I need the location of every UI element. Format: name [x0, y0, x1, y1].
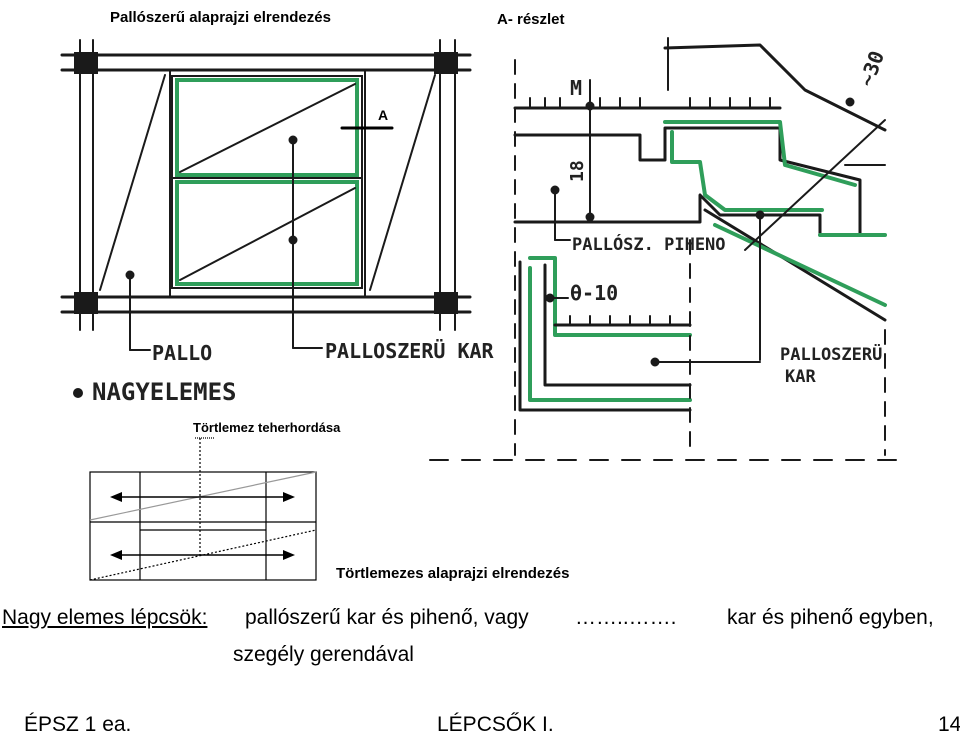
footer-center: LÉPCSŐK I.: [437, 713, 554, 736]
label-kar-line1: PALLOSZERÜ: [780, 343, 882, 365]
label-thickness: θ-10: [570, 281, 618, 305]
main-text-part1: pallószerű kar és pihenő, vagy: [245, 606, 529, 629]
label-kar-line2: KAR: [785, 367, 816, 387]
main-text-lead: Nagy elemes lépcsök:: [2, 606, 208, 629]
slab-plan: [89, 437, 317, 581]
label-slope: ~30: [854, 48, 889, 90]
label-palloszeru-kar: PALLOSZERÜ KAR: [325, 339, 495, 363]
label-m: M: [570, 76, 582, 100]
slab-caption-top: Törtlemez teherhordása: [193, 420, 341, 435]
column-top-left: [74, 52, 98, 74]
section-detail: [429, 37, 911, 461]
main-text-dots: ……..…….: [575, 606, 677, 629]
label-pihenő: PALLÓSZ. PIHENO: [572, 233, 726, 255]
footer-left: ÉPSZ 1 ea.: [24, 713, 132, 736]
page-number: 14: [938, 713, 960, 736]
column-top-right: [434, 52, 458, 74]
bullet-dot: [73, 388, 83, 398]
section-title: A- részlet: [497, 11, 565, 28]
column-bottom-right: [434, 292, 458, 314]
main-text-line2: szegély gerendával: [233, 643, 414, 666]
slab-caption-bottom: Törtlemezes alaprajzi elrendezés: [336, 565, 570, 582]
floor-plan: [60, 39, 472, 351]
plan-title: Pallószerű alaprajzi elrendezés: [110, 9, 331, 26]
label-nagyelemes: NAGYELEMES: [92, 378, 237, 406]
main-text-part2: kar és pihenő egyben,: [727, 606, 934, 629]
section-marker: A: [378, 107, 388, 123]
label-dim-18: 18: [567, 160, 588, 182]
column-bottom-left: [74, 292, 98, 314]
label-pallo: PALLO: [152, 341, 212, 365]
